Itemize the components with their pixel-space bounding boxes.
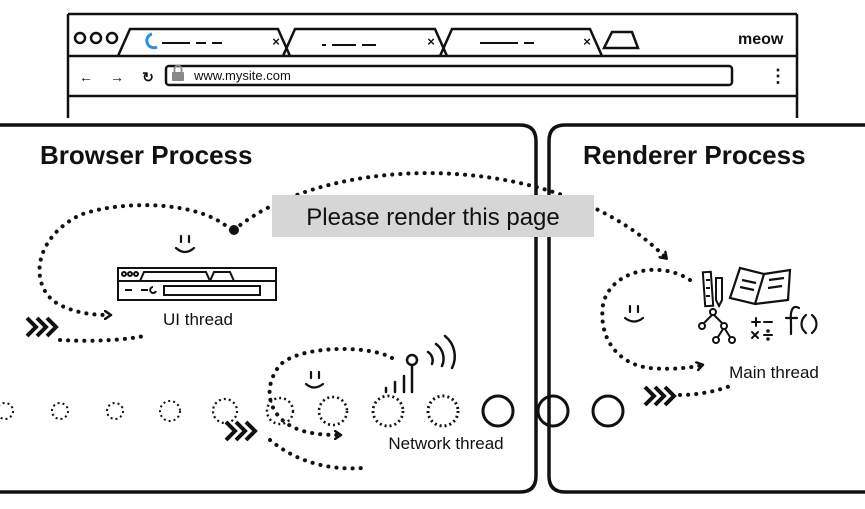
back-icon[interactable]: ← xyxy=(79,69,93,85)
tab-2-close-icon[interactable]: × xyxy=(427,34,435,49)
network-thread-face-icon xyxy=(304,370,325,389)
thread-circle xyxy=(481,394,515,428)
main-thread-loop xyxy=(600,267,702,369)
renderer-process-box xyxy=(547,123,865,494)
network-thread-loop xyxy=(267,347,394,435)
main-thread-tail xyxy=(678,384,732,397)
browser-window-text: × × × meow ← → ↻ www.mysite.com ⋮ xyxy=(79,31,787,86)
math-icon xyxy=(751,317,773,341)
tab-2[interactable] xyxy=(281,27,449,57)
network-thread-chevrons-icon xyxy=(224,420,258,442)
tab-1[interactable] xyxy=(116,27,292,57)
message-label: Please render this page xyxy=(306,204,560,231)
browser-process-title: Browser Process xyxy=(40,140,252,170)
window-control-dot[interactable] xyxy=(105,31,119,45)
ui-thread-label: UI thread xyxy=(163,310,233,329)
ui-thread-tail xyxy=(58,333,150,343)
idle-thread-circle xyxy=(426,394,460,428)
renderer-process-title: Renderer Process xyxy=(583,140,806,170)
ui-thread-chevrons-icon xyxy=(25,316,59,338)
profile-label[interactable]: meow xyxy=(738,31,784,48)
main-thread: Main thread xyxy=(600,266,819,407)
tab-3-close-icon[interactable]: × xyxy=(583,34,591,49)
idle-thread-circle xyxy=(317,395,349,427)
loading-spinner-icon xyxy=(145,32,158,50)
idle-thread-circle xyxy=(51,402,69,420)
idle-thread-circle xyxy=(159,400,181,422)
idle-thread-circle xyxy=(106,402,124,420)
browser-window xyxy=(66,12,799,118)
ruler-pencil-icon xyxy=(701,270,723,309)
main-thread-face-icon xyxy=(623,304,645,323)
message-label-background xyxy=(272,195,594,237)
idle-thread-circle xyxy=(211,397,239,425)
mini-browser-icon xyxy=(117,267,277,301)
tree-icon xyxy=(698,308,736,344)
main-thread-chevrons-icon xyxy=(643,385,677,407)
window-control-dot[interactable] xyxy=(89,31,103,45)
main-thread-label: Main thread xyxy=(729,363,819,382)
address-bar[interactable] xyxy=(164,64,734,87)
function-icon xyxy=(784,305,818,336)
ui-thread: UI thread xyxy=(25,203,277,343)
ui-thread-face-icon xyxy=(174,234,196,254)
new-tab-button[interactable] xyxy=(601,30,640,50)
browser-process-box xyxy=(0,123,538,494)
thread-circle xyxy=(591,394,625,428)
idle-thread-circle xyxy=(371,394,405,428)
idle-thread-circle xyxy=(0,402,14,420)
lock-icon xyxy=(172,64,184,81)
thread-pool xyxy=(0,394,625,428)
network-thread-tail xyxy=(268,438,364,471)
antenna-icon xyxy=(384,334,457,394)
book-icon xyxy=(728,266,792,306)
forward-icon[interactable]: → xyxy=(110,69,124,85)
network-thread: Network thread xyxy=(224,334,504,471)
menu-icon[interactable]: ⋮ xyxy=(769,66,787,86)
idle-thread-circle xyxy=(265,396,295,426)
ipc-origin-dot xyxy=(229,225,239,235)
ui-thread-loop xyxy=(37,203,233,315)
tab-1-close-icon[interactable]: × xyxy=(272,34,280,49)
reload-icon[interactable]: ↻ xyxy=(142,69,154,85)
window-control-dot[interactable] xyxy=(73,31,87,45)
address-bar-url[interactable]: www.mysite.com xyxy=(193,68,291,83)
network-thread-label: Network thread xyxy=(388,434,503,453)
tab-3[interactable] xyxy=(438,27,604,57)
thread-circle xyxy=(536,394,570,428)
